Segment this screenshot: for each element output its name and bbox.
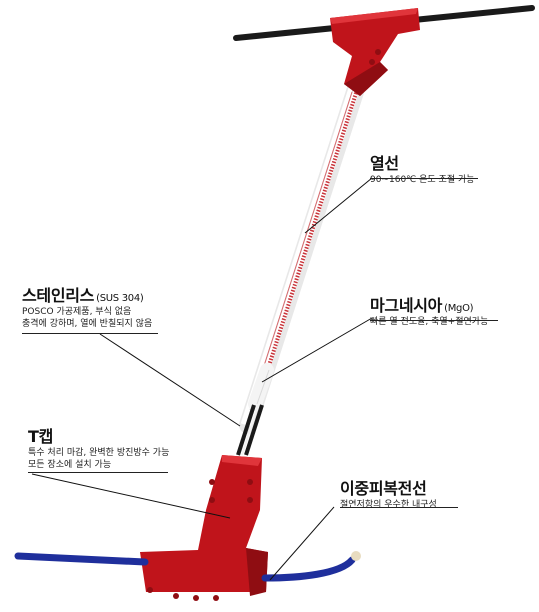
- tcap-callout: T캡 특수 처리 마감, 완벽한 방진방수 가능 모든 장소에 설치 가능: [28, 423, 169, 471]
- heat-wire-title: 열선: [370, 154, 399, 173]
- stainless-callout: 스테인리스(SUS 304) POSCO 가공제품, 부식 없음 충격에 강하며…: [22, 282, 152, 330]
- tcap-title: T캡: [28, 427, 54, 446]
- double-cable-underline: [340, 507, 458, 508]
- magnesia-underline: [370, 320, 498, 321]
- stainless-rods: [236, 404, 264, 456]
- double-cable-title: 이중피복전선: [340, 479, 427, 498]
- stainless-desc-1: POSCO 가공제품, 부식 없음: [22, 307, 132, 317]
- double-cable-callout: 이중피복전선 절연저항의 우수한 내구성: [340, 475, 437, 511]
- top-t-cap: [330, 8, 420, 96]
- heat-wire-callout: 열선 90~160℃ 온도 조절 가능: [370, 150, 475, 186]
- stainless-title: 스테인리스: [22, 286, 95, 305]
- magnesia-subtitle: (MgO): [444, 303, 474, 314]
- magnesia-desc: 빠른 열 전도율, 축열+절연가능: [370, 317, 489, 327]
- magnesia-callout: 마그네시아(MgO) 빠른 열 전도율, 축열+절연가능: [370, 292, 488, 328]
- blue-cable: [14, 551, 361, 582]
- bottom-t-cap: [140, 455, 268, 601]
- tcap-desc-2: 모든 장소에 설치 가능: [28, 460, 112, 470]
- heat-wire-underline: [370, 178, 478, 179]
- tcap-underline: [28, 472, 168, 473]
- stainless-underline: [22, 333, 158, 334]
- magnesia-insulator: [248, 363, 274, 411]
- leader-lines: [31, 177, 373, 581]
- heat-wire-desc: 90~160℃ 온도 조절 가능: [370, 175, 475, 185]
- tcap-desc-1: 특수 처리 마감, 완벽한 방진방수 가능: [28, 448, 170, 458]
- magnesia-title: 마그네시아: [370, 296, 443, 315]
- double-cable-desc: 절연저항의 우수한 내구성: [340, 500, 437, 510]
- stainless-subtitle: (SUS 304): [96, 293, 144, 304]
- stainless-desc-2: 충격에 강하며, 열에 반칠되지 않음: [22, 319, 153, 329]
